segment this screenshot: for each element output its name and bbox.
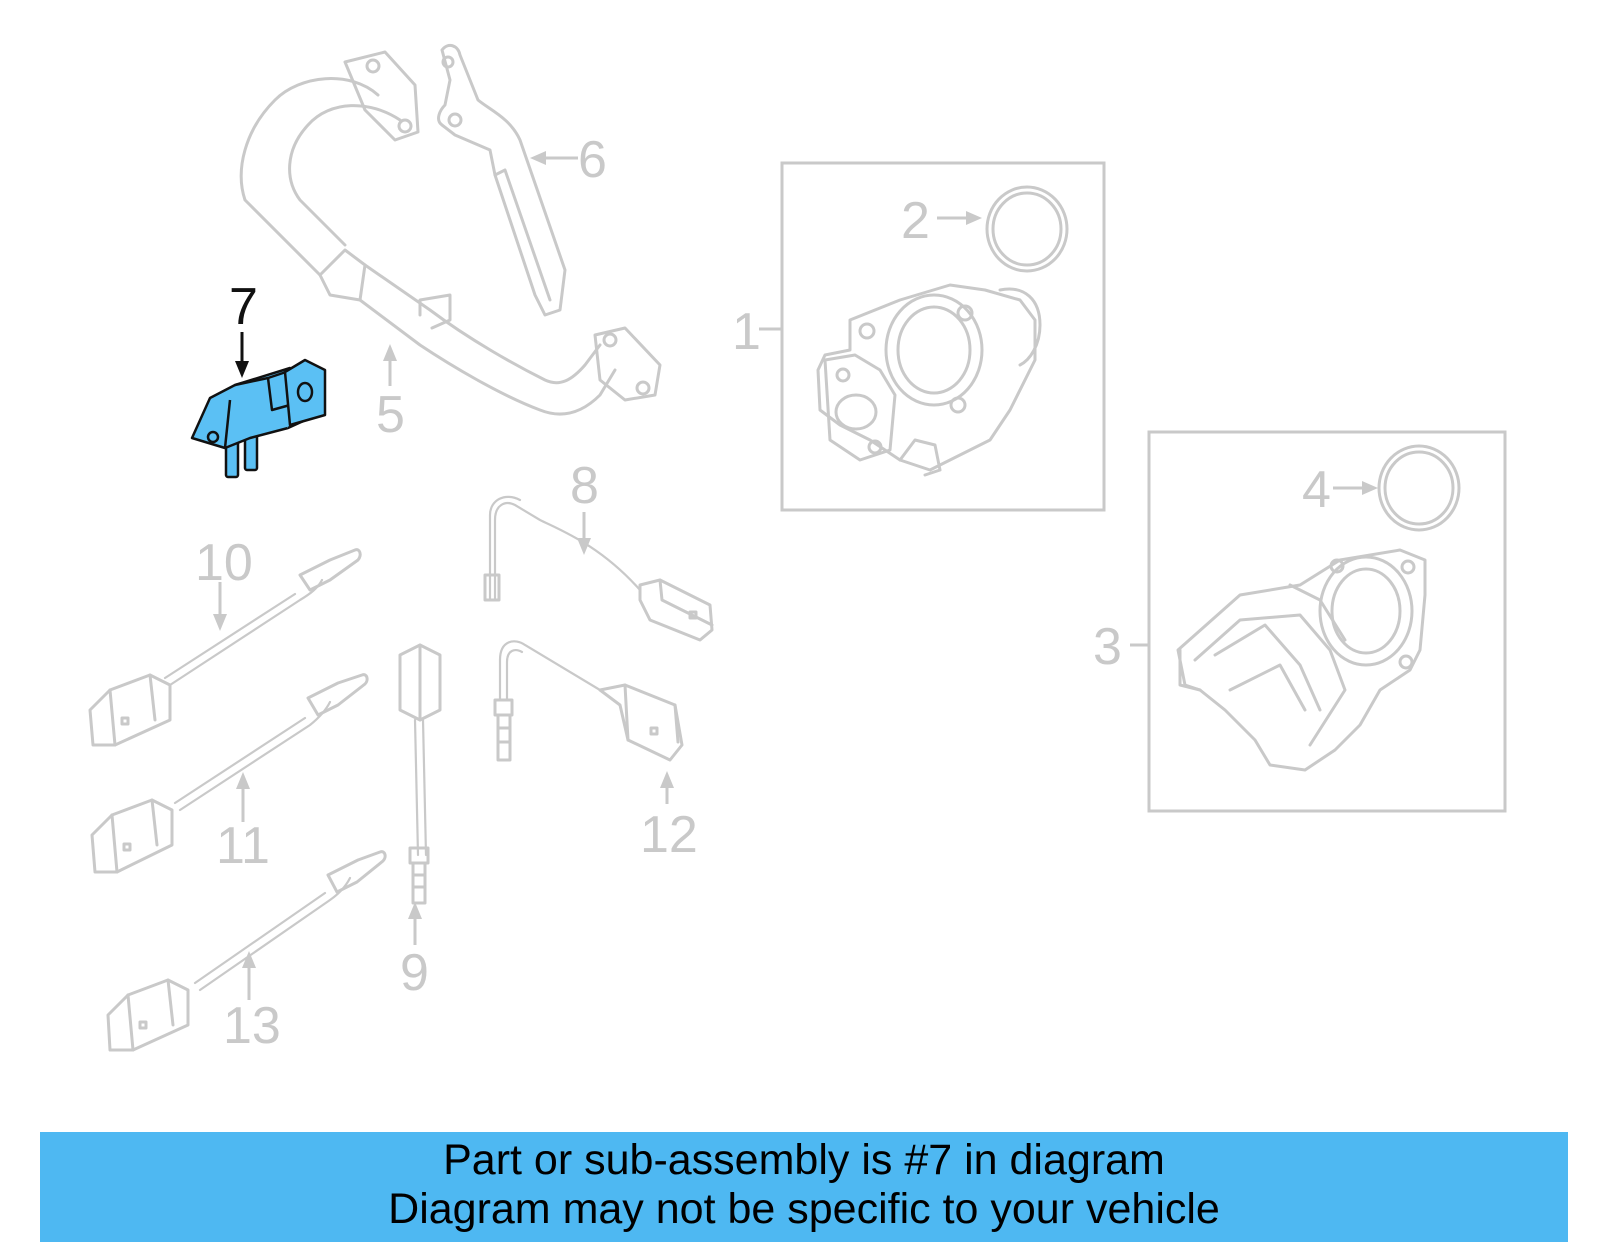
- assembly-box-1: [780, 161, 1106, 512]
- callout-11: 11: [216, 817, 270, 875]
- assembly-box-3: [1147, 430, 1507, 813]
- callout-12: 12: [640, 806, 698, 864]
- callout-6: 6: [578, 131, 607, 189]
- egr-valve-part-1: [816, 283, 1042, 477]
- callout-4: 4: [1302, 461, 1331, 519]
- callout-13: 13: [223, 997, 281, 1055]
- callout-10: 10: [195, 534, 253, 592]
- info-banner: Part or sub-assembly is #7 in diagram Di…: [40, 1132, 1568, 1242]
- callout-5: 5: [376, 386, 405, 444]
- banner-line-2: Diagram may not be specific to your vehi…: [388, 1185, 1220, 1233]
- gasket-part-2: [985, 185, 1069, 273]
- pressure-sensor-part-7: [190, 358, 327, 479]
- sensor-part-13: [106, 850, 387, 1052]
- sensor-part-8: [483, 495, 714, 642]
- sensor-part-9: [398, 643, 442, 905]
- sensor-part-12: [493, 640, 684, 762]
- callout-leaders: [213, 151, 1378, 1000]
- bracket-part-6: [437, 43, 567, 317]
- sensor-part-11: [90, 673, 369, 874]
- egr-pipe-part-5: [239, 50, 662, 416]
- callout-3: 3: [1093, 618, 1122, 676]
- banner-line-1: Part or sub-assembly is #7 in diagram: [443, 1136, 1165, 1184]
- callout-7: 7: [229, 278, 258, 336]
- callout-8: 8: [570, 457, 599, 515]
- parts-diagram: 1 2 3 4 5 6 7 8 9 10 11 12 13: [88, 43, 1507, 1055]
- egr-cooler-part-3: [1176, 548, 1427, 772]
- gasket-part-4: [1377, 444, 1461, 532]
- callout-9: 9: [400, 944, 429, 1002]
- sensor-part-10: [88, 548, 362, 747]
- callout-2: 2: [901, 192, 930, 250]
- callout-1: 1: [732, 303, 761, 361]
